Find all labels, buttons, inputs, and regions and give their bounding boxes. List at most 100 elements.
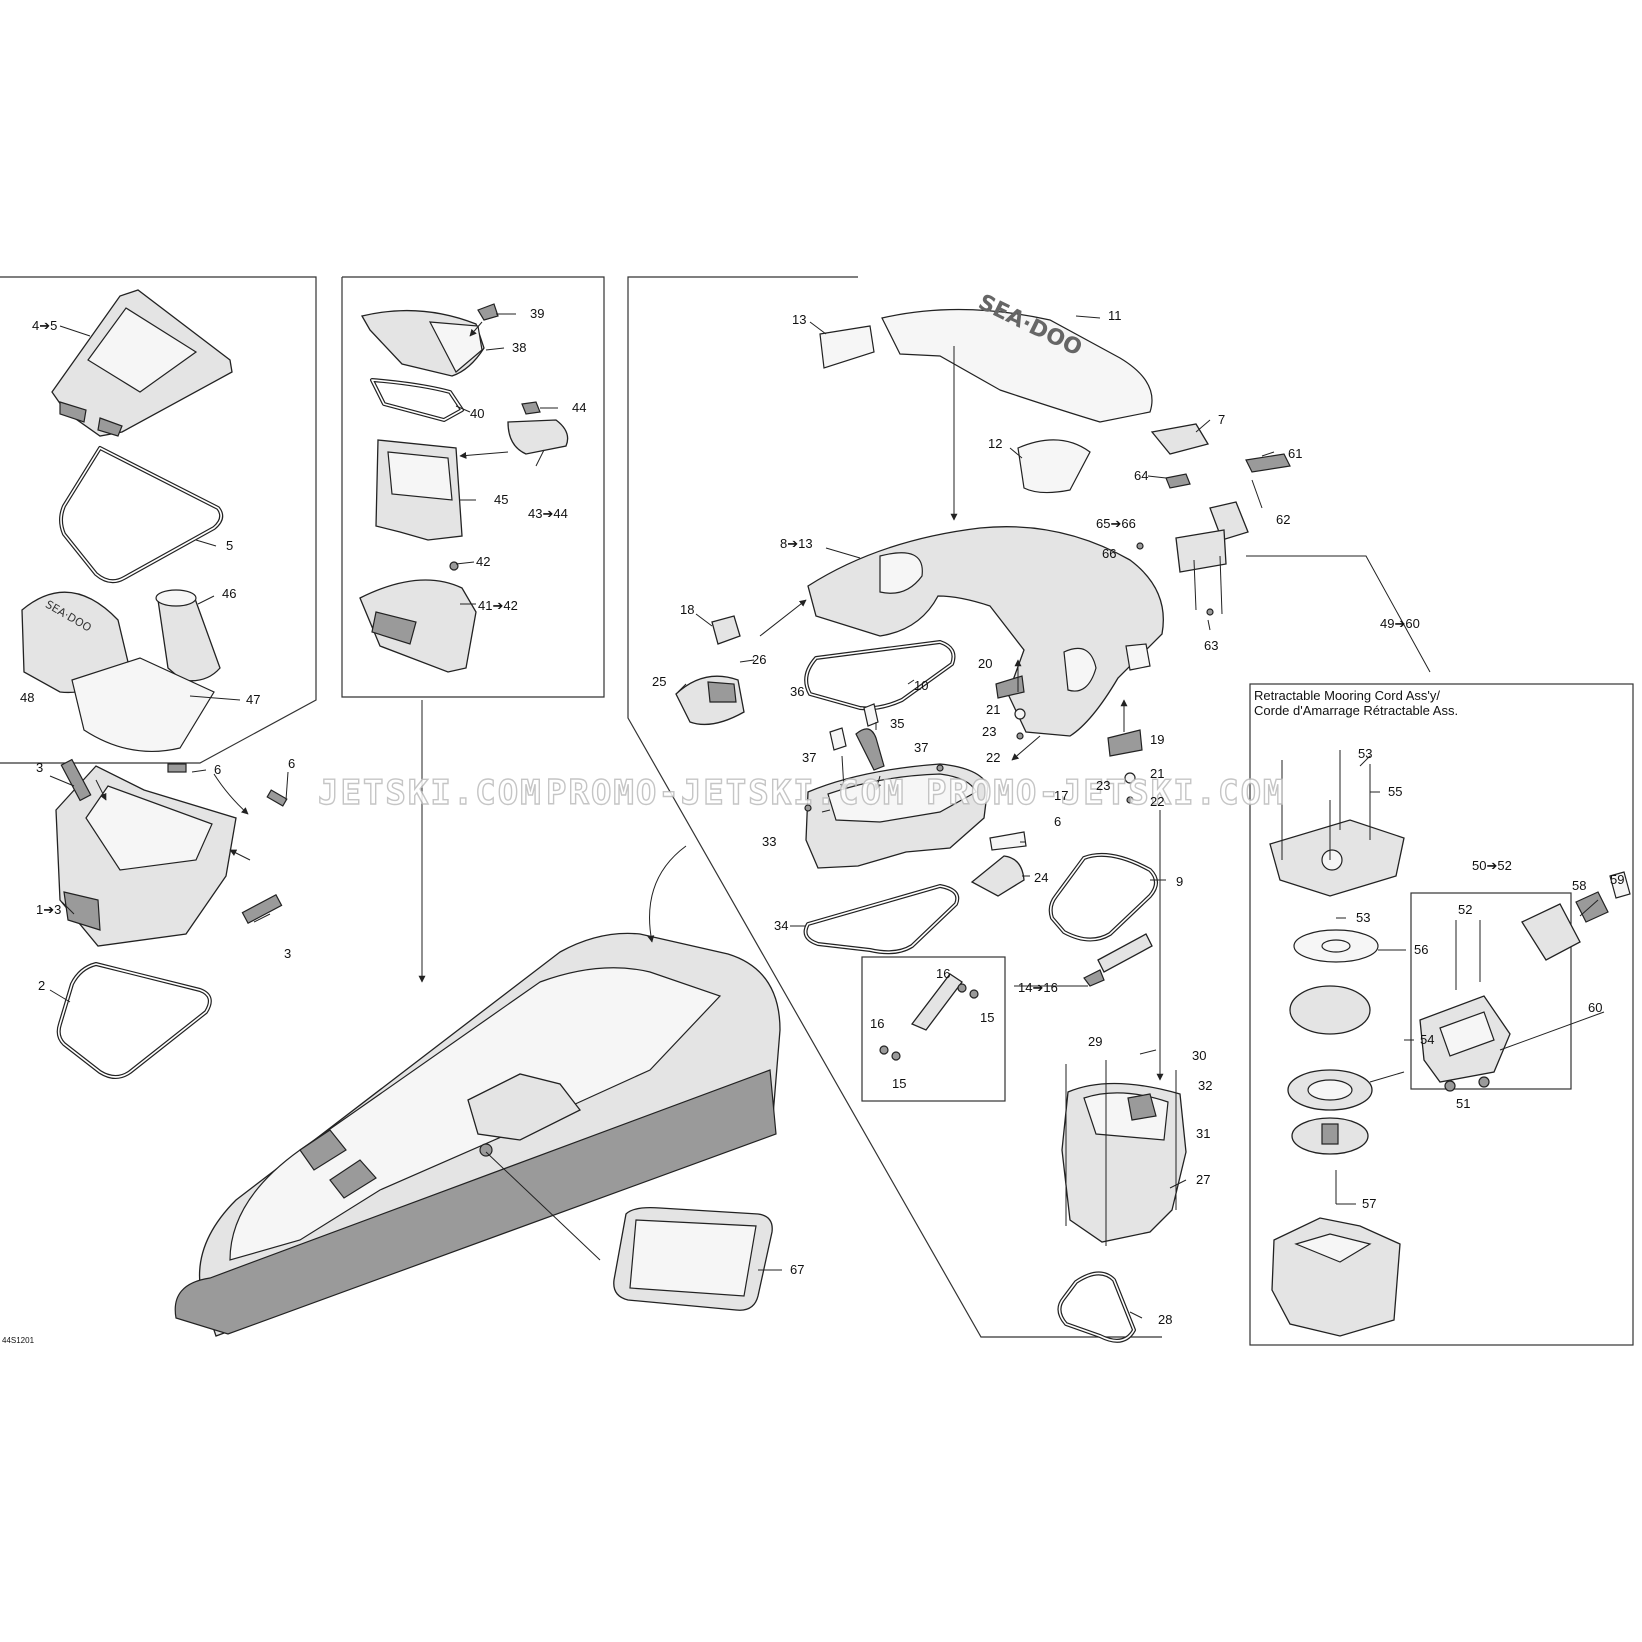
part-gasket-40 [370, 378, 464, 422]
callout-66: 66 [1102, 546, 1116, 561]
callout-30: 30 [1192, 1048, 1206, 1063]
callout-32: 32 [1198, 1078, 1212, 1093]
part-decal-12 [1017, 439, 1091, 494]
part-gasket-10 [804, 640, 956, 711]
part-liner-47 [71, 657, 215, 753]
callout-63: 63 [1204, 638, 1218, 653]
callout-44: 44 [572, 400, 586, 415]
callout-12: 12 [988, 436, 1002, 451]
callout-53-middle: 53 [1356, 910, 1370, 925]
part-lid-48: SEA·DOO [21, 591, 129, 694]
callout-55: 55 [1388, 784, 1402, 799]
watermark-text-3: PROMO-JETSKI.COM [926, 773, 1286, 813]
part-hinge-24 [970, 855, 1025, 897]
callout-24: 24 [1034, 870, 1048, 885]
callout-61: 61 [1288, 446, 1302, 461]
part-bin-45 [375, 439, 463, 541]
callout-16-top: 16 [936, 966, 950, 981]
part-filter-housing-46 [155, 589, 221, 682]
callout-39: 39 [530, 306, 544, 321]
callout-11: 11 [1108, 308, 1122, 323]
callout-17: 17 [1054, 788, 1068, 803]
part-bin-27 [1061, 1060, 1187, 1246]
callout-28: 28 [1158, 1312, 1172, 1327]
callout-20: 20 [978, 656, 992, 671]
callout-22-bottom: 22 [1150, 794, 1164, 809]
part-latch-39 [477, 303, 499, 321]
inset-title-line1: Retractable Mooring Cord Ass'y/ [1254, 688, 1440, 703]
part-deck-8 [807, 526, 1164, 737]
callout-16-bottom: 16 [870, 1016, 884, 1031]
callout-37-right: 37 [914, 740, 928, 755]
callout-21-top: 21 [986, 702, 1000, 717]
callout-8-13: 8➔13 [780, 536, 813, 551]
inset-title-line2: Corde d'Amarrage Rétractable Ass. [1254, 703, 1458, 718]
callout-3-top: 3 [36, 760, 43, 775]
callout-21-bottom: 21 [1150, 766, 1164, 781]
callout-1-3: 1➔3 [36, 902, 61, 917]
part-pads-36 [829, 703, 879, 751]
callout-22-top: 22 [986, 750, 1000, 765]
part-mooring-plate-55 [1269, 750, 1405, 897]
callout-54: 54 [1420, 1032, 1434, 1047]
callout-62: 62 [1276, 512, 1290, 527]
part-storage-bin-1 [55, 758, 288, 947]
callout-25: 25 [652, 674, 666, 689]
callout-58: 58 [1572, 878, 1586, 893]
callout-59: 59 [1610, 872, 1624, 887]
callout-9: 9 [1176, 874, 1183, 889]
part-pad-67 [613, 1206, 773, 1311]
callout-52: 52 [1458, 902, 1472, 917]
callout-2: 2 [38, 978, 45, 993]
callout-50-52: 50➔52 [1472, 858, 1512, 873]
part-cover-25 [675, 675, 745, 726]
part-gasket-5 [59, 446, 224, 584]
part-hull [174, 932, 781, 1337]
callout-26: 26 [752, 652, 766, 667]
part-drum-57 [1291, 1117, 1369, 1204]
callout-37-left: 37 [802, 750, 816, 765]
callout-36: 36 [790, 684, 804, 699]
watermark: JETSKI.COM PROMO-JETSKI.COM PROMO-JETSKI… [317, 772, 1286, 813]
part-gasket-28 [1057, 1271, 1136, 1343]
callout-labels: 4➔5 5 46 48 47 3 6 6 3 1➔3 2 39 38 40 44… [20, 306, 1624, 1327]
part-cleat-61-64 [1136, 453, 1291, 616]
part-handle-50 [1419, 920, 1511, 1092]
part-rear-cover [51, 289, 233, 437]
diagram-code: 44S1201 [2, 1336, 35, 1345]
callout-15-bottom: 15 [892, 1076, 906, 1091]
callout-51: 51 [1456, 1096, 1470, 1111]
callout-19: 19 [1150, 732, 1164, 747]
callout-6-top: 6 [214, 762, 221, 777]
part-hinge-20 [995, 675, 1026, 740]
callout-67: 67 [790, 1262, 804, 1277]
part-shock-14 [879, 933, 1153, 1061]
part-glovebox-33 [804, 763, 989, 869]
callout-35: 35 [890, 716, 904, 731]
panel-frames [0, 276, 1634, 1346]
callout-34: 34 [774, 918, 788, 933]
part-hood-38 [361, 309, 485, 377]
callout-14-16: 14➔16 [1018, 980, 1058, 995]
part-washer-56 [1293, 929, 1379, 963]
part-hinge-19 [1107, 729, 1143, 804]
callout-18: 18 [680, 602, 694, 617]
callout-40: 40 [470, 406, 484, 421]
part-cover-43 [507, 401, 569, 455]
callout-5: 5 [226, 538, 233, 553]
callout-33: 33 [762, 834, 776, 849]
callout-29: 29 [1088, 1034, 1102, 1049]
part-gasket-9 [1048, 852, 1158, 942]
callout-49-60: 49➔60 [1380, 616, 1420, 631]
part-plate-17 [989, 831, 1027, 851]
part-bin-41 [359, 561, 477, 673]
callout-23-bottom: 23 [1096, 778, 1110, 793]
callout-45: 45 [494, 492, 508, 507]
callout-3-bottom: 3 [284, 946, 291, 961]
callout-64: 64 [1134, 468, 1148, 483]
callout-42: 42 [476, 554, 490, 569]
callout-60: 60 [1588, 1000, 1602, 1015]
callout-13: 13 [792, 312, 806, 327]
callout-48: 48 [20, 690, 34, 705]
